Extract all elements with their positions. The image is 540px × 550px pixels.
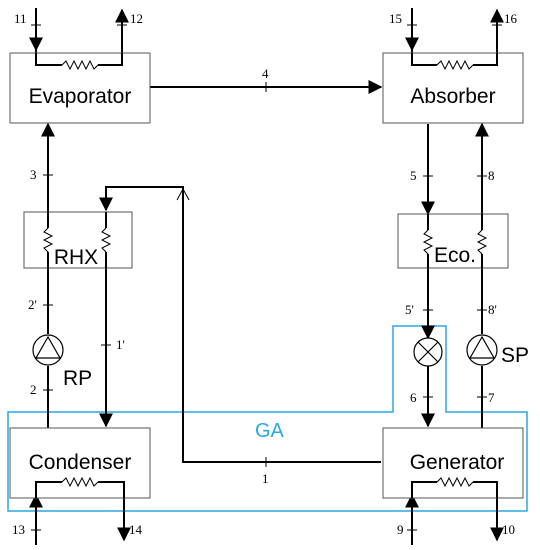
eco-coil-right [476, 229, 488, 255]
ga-label: GA [255, 420, 285, 442]
sp-pump-icon [466, 334, 498, 366]
state-label-13: 13 [12, 522, 25, 537]
state-label-8: 8 [488, 168, 495, 183]
stream-1 [99, 186, 381, 463]
generator-coil-lines [411, 481, 498, 498]
state-label-6: 6 [410, 390, 417, 405]
condenser-label: Condenser [29, 451, 132, 474]
state-label-12: 12 [130, 11, 143, 26]
state-label-1: 1 [262, 471, 269, 486]
absorber-coil-draw [436, 59, 474, 71]
absorber-label: Absorber [410, 85, 495, 108]
rp-pump-triangle [34, 335, 62, 359]
state-label-5p: 5' [405, 302, 414, 317]
state-label-11: 11 [14, 11, 27, 26]
rhx-label: RHX [54, 246, 98, 269]
eco-box [397, 213, 509, 269]
sp-label: SP [501, 344, 529, 367]
generator-coil-draw [436, 476, 474, 488]
rhx-coil-left [42, 227, 54, 253]
rhx-coil-right [100, 227, 112, 253]
rp-label: RP [63, 367, 92, 390]
eco-coil-left [422, 229, 434, 255]
generator-label: Generator [410, 451, 505, 474]
state-label-7: 7 [488, 390, 495, 405]
state-label-16: 16 [504, 11, 518, 26]
sp-pump-triangle [468, 335, 496, 359]
evaporator-label: Evaporator [29, 85, 132, 108]
rhx-box [23, 211, 133, 269]
state-label-2: 2 [30, 382, 37, 397]
condenser-coil-draw [61, 476, 99, 488]
state-label-1p: 1' [116, 337, 125, 352]
condenser-coil-lines [35, 481, 125, 498]
state-label-10: 10 [502, 522, 515, 537]
rp-pump-icon [32, 334, 64, 366]
evaporator-coil-lines [35, 53, 123, 66]
state-label-8p: 8' [488, 302, 497, 317]
state-label-3: 3 [30, 167, 37, 182]
absorber-box [382, 52, 524, 124]
eco-label: Eco. [434, 244, 476, 267]
expansion-valve-cross [417, 341, 439, 363]
state-label-9: 9 [397, 522, 404, 537]
state-label-2p: 2' [28, 297, 37, 312]
state-label-5: 5 [410, 168, 417, 183]
state-label-15: 15 [389, 11, 402, 26]
evaporator-coil-draw [61, 59, 99, 71]
condenser-box [9, 427, 151, 499]
ga-boundary [7, 325, 528, 512]
loop-up-arrow [176, 187, 190, 201]
state-label-14: 14 [129, 522, 143, 537]
state-label-4: 4 [262, 66, 269, 81]
absorber-coil-lines [411, 53, 498, 66]
